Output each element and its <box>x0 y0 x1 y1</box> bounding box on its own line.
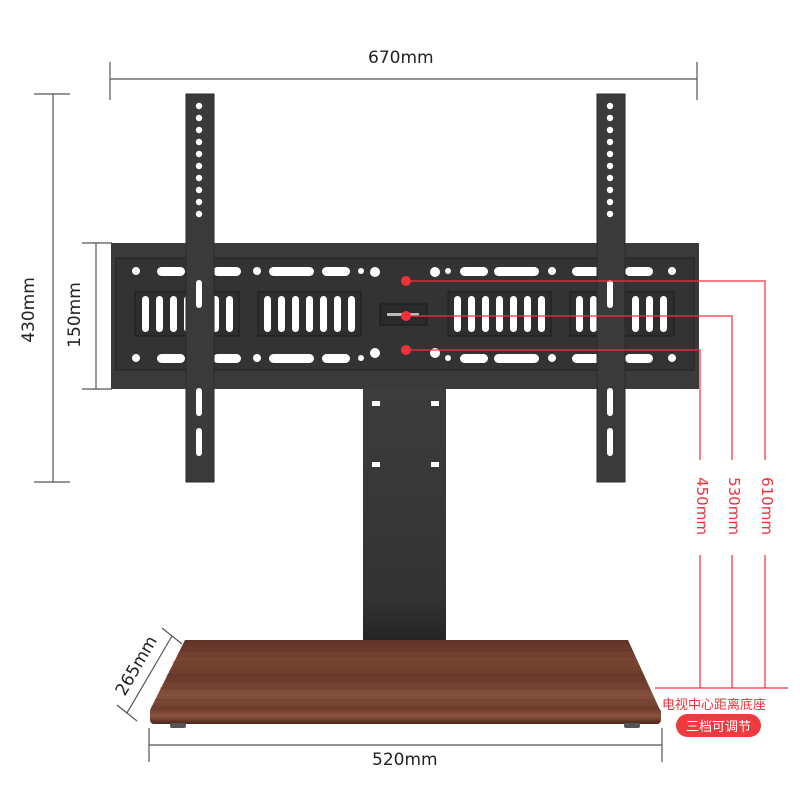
vertical-arm-left <box>185 93 215 483</box>
height-level-530: 530mm <box>724 477 743 535</box>
stand-column <box>356 385 453 657</box>
overall-width-label: 670mm <box>368 48 434 68</box>
base-width-label: 520mm <box>372 750 438 770</box>
height-level-450: 450mm <box>692 477 711 535</box>
base-width-dimension-line <box>148 728 663 762</box>
overall-height-label: 430mm <box>18 277 39 343</box>
base-depth-dimension-line <box>116 627 183 722</box>
width-dimension-line <box>109 62 698 100</box>
three-level-adjustable-badge: 三档可调节 <box>676 714 762 737</box>
height-dimension-line <box>34 93 70 483</box>
tv-center-to-base-caption: 电视中心距离底座 <box>662 698 767 713</box>
crossbar-dimension-line <box>82 242 112 390</box>
height-level-610: 610mm <box>757 477 776 535</box>
wooden-base <box>150 640 661 728</box>
vertical-arm-right <box>596 93 626 483</box>
crossbar-height-label: 150mm <box>64 282 85 348</box>
height-position-lines <box>406 280 788 689</box>
height-position-dots <box>401 276 411 355</box>
